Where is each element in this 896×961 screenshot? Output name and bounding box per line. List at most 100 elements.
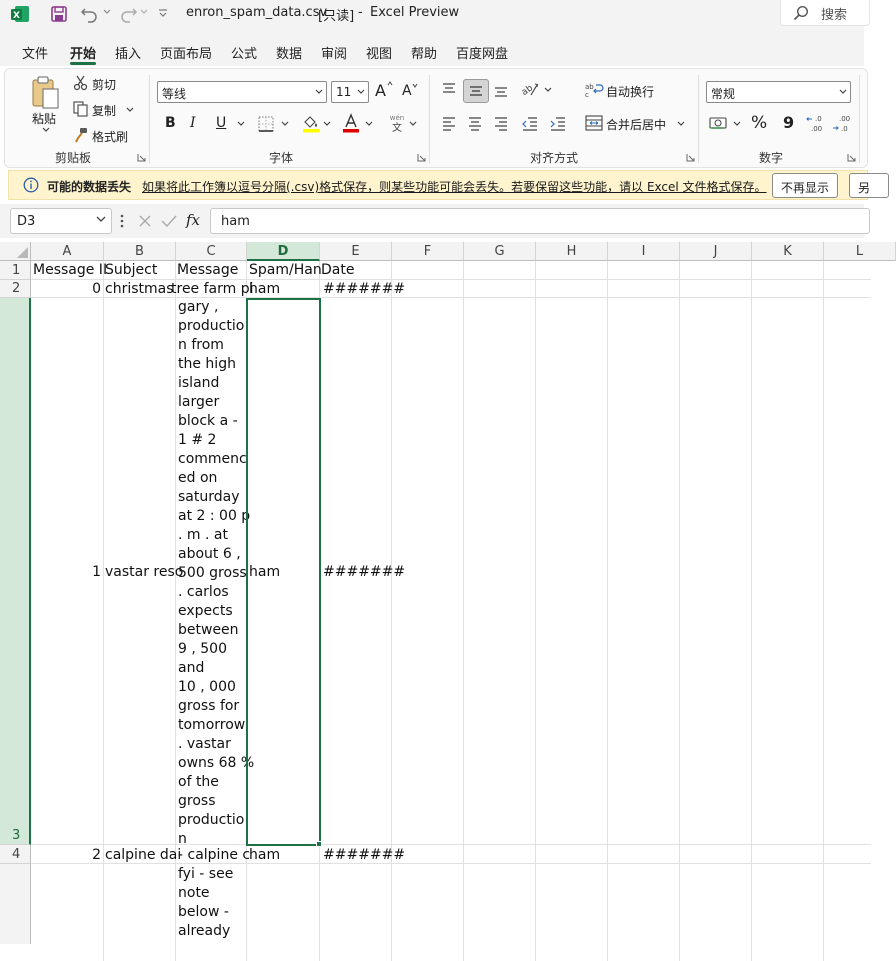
decrease-decimal-icon[interactable]: .00.0 [831,113,851,133]
chevron-down-icon[interactable] [42,127,50,133]
worksheet-grid[interactable]: A B C D E F G H I J K L 1 2 3 4 Message … [0,242,896,961]
menu-view[interactable]: 视图 [366,47,393,62]
more-options-icon[interactable] [120,214,124,228]
column-header-l[interactable]: L [824,242,896,261]
cell-e4[interactable]: ####### [323,847,406,863]
customize-toolbar-icon[interactable] [158,9,168,17]
scissors-icon[interactable] [73,75,89,91]
percent-style-button[interactable]: % [751,113,768,133]
cell-c2[interactable]: tree farm pi [171,281,254,297]
dont-show-again-button[interactable]: 不再显示 [772,173,839,198]
menu-home[interactable]: 开始 [70,47,97,62]
menu-review[interactable]: 审阅 [321,47,348,62]
chevron-down-icon[interactable] [409,121,417,127]
increase-decimal-icon[interactable]: .0.00 [805,113,825,133]
search-box[interactable]: 搜索 [780,0,870,26]
format-painter-button[interactable]: 格式刷 [92,130,129,144]
column-header-f[interactable]: F [392,242,464,261]
cell-b3[interactable]: vastar reso [105,564,184,580]
row-header-1[interactable]: 1 [0,261,31,280]
cell-b1[interactable]: Subject [105,262,158,278]
increase-indent-icon[interactable] [549,115,567,131]
cell-d3[interactable]: ham [249,564,281,580]
menu-baidu-netdisk[interactable]: 百度网盘 [456,47,509,62]
chevron-down-icon[interactable] [281,121,289,127]
cell-e2[interactable]: ####### [323,281,406,297]
paste-button[interactable]: 粘贴 [32,112,57,126]
cell-c1[interactable]: Message [177,262,239,278]
cell-b2[interactable]: christmas [105,281,174,297]
select-all-corner[interactable] [0,242,31,261]
cell-e3[interactable]: ####### [323,564,406,580]
chevron-down-icon[interactable] [544,87,552,93]
cell-a4[interactable]: 2 [92,847,101,863]
merge-center-button[interactable]: 合并后居中 [606,118,667,132]
dialog-launcher-icon[interactable] [686,153,695,162]
cell-a1[interactable]: Message II [33,262,108,278]
copy-icon[interactable] [73,101,89,117]
number-format-select[interactable]: 常规 [706,81,851,103]
column-header-c[interactable]: C [176,242,247,261]
enter-icon[interactable] [161,214,177,228]
dialog-launcher-icon[interactable] [847,153,856,162]
dialog-launcher-icon[interactable] [137,153,146,162]
row-header-4[interactable]: 4 [0,845,31,864]
accounting-format-icon[interactable] [709,115,729,131]
menu-page-layout[interactable]: 页面布局 [160,47,213,62]
row-header-3[interactable]: 3 [0,298,31,845]
column-header-j[interactable]: J [680,242,752,261]
align-bottom-icon[interactable] [493,83,509,99]
copy-button[interactable]: 复制 [92,104,117,118]
cell-d2[interactable]: ham [249,281,281,297]
align-right-icon[interactable] [493,115,509,131]
format-painter-icon[interactable] [73,127,89,143]
column-header-h[interactable]: H [536,242,608,261]
column-header-d[interactable]: D [247,242,320,261]
font-color-icon[interactable] [341,113,361,133]
chevron-down-icon[interactable] [237,121,245,127]
cut-button[interactable]: 剪切 [92,78,117,92]
cell-a3[interactable]: 1 [92,564,101,580]
align-middle-button[interactable] [463,79,489,103]
column-header-a[interactable]: A [31,242,104,261]
increase-font-button[interactable]: A [375,81,386,100]
chevron-down-icon[interactable] [365,121,373,127]
paste-icon[interactable] [29,75,61,111]
formula-input[interactable]: ham [210,208,870,234]
chevron-down-icon[interactable] [323,121,331,127]
fill-color-icon[interactable] [301,113,321,133]
row-header-4[interactable] [0,864,31,944]
insert-function-button[interactable]: fx [186,211,201,229]
decrease-indent-icon[interactable] [521,115,539,131]
chevron-down-icon[interactable] [103,9,111,15]
menu-insert[interactable]: 插入 [115,47,142,62]
cell-e1[interactable]: Date [321,262,355,278]
column-header-g[interactable]: G [464,242,536,261]
save-as-button[interactable]: 另 [849,173,889,198]
decrease-font-button[interactable]: A [402,83,412,99]
bold-button[interactable]: B [165,115,176,131]
column-header-i[interactable]: I [608,242,680,261]
column-header-k[interactable]: K [752,242,824,261]
cell-a2[interactable]: 0 [92,281,101,297]
column-header-b[interactable]: B [104,242,176,261]
save-icon[interactable] [50,5,68,23]
chevron-down-icon[interactable] [140,9,148,15]
align-top-icon[interactable] [441,81,457,97]
name-box[interactable]: D3 [10,208,112,234]
redo-icon[interactable] [118,5,138,23]
undo-icon[interactable] [80,5,100,23]
merge-center-icon[interactable] [585,115,603,131]
font-name-select[interactable]: 等线 [157,81,327,103]
orientation-icon[interactable]: ab [520,81,539,98]
menu-formulas[interactable]: 公式 [231,47,258,62]
comma-style-button[interactable]: 9 [783,113,795,132]
italic-button[interactable]: I [190,115,196,131]
cell-d1[interactable]: Spam/Han [249,262,322,278]
cancel-icon[interactable] [138,214,152,228]
dialog-launcher-icon[interactable] [417,153,426,162]
chevron-down-icon[interactable] [733,121,741,127]
